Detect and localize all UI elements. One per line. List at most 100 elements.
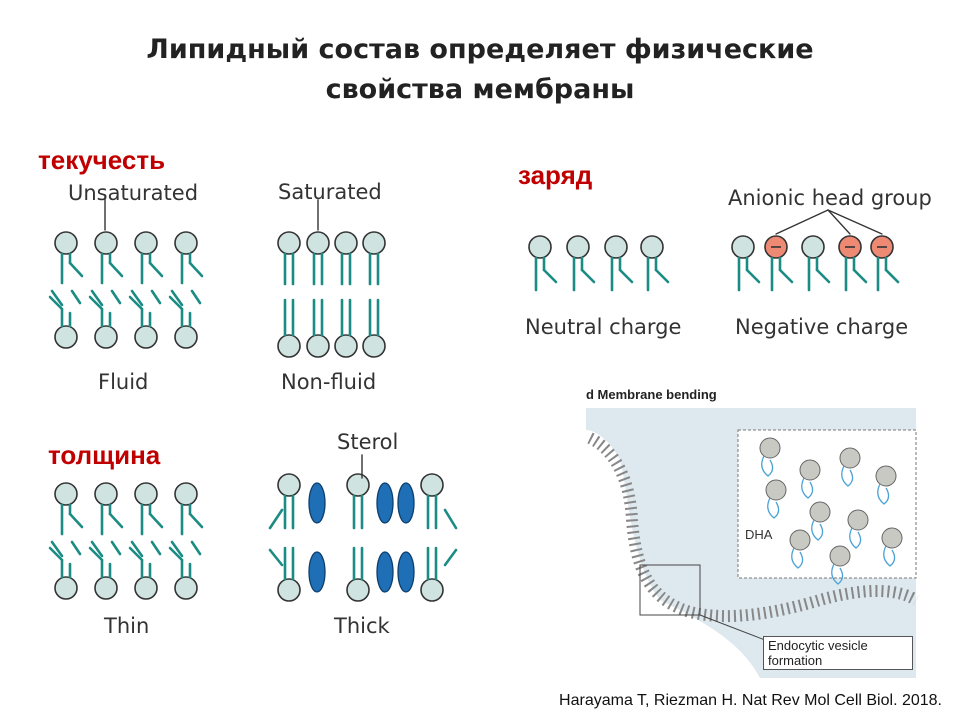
thick-bilayer <box>268 454 458 602</box>
lipid-tail <box>190 289 202 305</box>
label-fluid: Fluid <box>98 370 149 394</box>
lipid-tail <box>90 540 104 558</box>
citation: Harayama T, Riezman H. Nat Rev Mol Cell … <box>559 692 942 709</box>
label-non-fluid: Non-fluid <box>281 370 377 394</box>
lipid-tail <box>778 268 794 284</box>
lipid-tail <box>188 512 204 529</box>
lipid-tail <box>108 512 124 529</box>
lipid-tail <box>70 540 82 556</box>
lipid-head <box>731 235 755 259</box>
section-fluidity: текучесть <box>38 145 166 175</box>
endocytic-line-1: Endocytic vesicle <box>768 638 868 653</box>
lipid-tail <box>745 268 761 284</box>
lipid-tail <box>654 268 670 284</box>
lipid-head <box>277 334 301 358</box>
lipid-head <box>566 235 590 259</box>
lipid-head <box>134 231 158 255</box>
lipid-tail <box>48 295 64 311</box>
lipid-head <box>54 325 78 349</box>
dha-tail <box>849 527 862 549</box>
lipid-tail <box>150 540 162 556</box>
label-thin: Thin <box>104 614 150 638</box>
pointer-line <box>699 614 766 641</box>
lipid-tail <box>188 261 204 278</box>
zoom-box <box>639 564 701 616</box>
lipid-head <box>134 482 158 506</box>
lipid-head <box>134 576 158 600</box>
lipid-head <box>277 578 301 602</box>
lipid-tail <box>70 289 82 305</box>
dha-tail <box>791 547 804 569</box>
dha-tail <box>767 497 780 519</box>
lipid-head <box>94 231 118 255</box>
lipid-tail <box>90 289 104 307</box>
lipid-head <box>277 231 301 255</box>
label-anionic-head-group: Anionic head group <box>728 186 932 210</box>
lipid-head <box>94 482 118 506</box>
dha-tail <box>831 563 844 585</box>
zoom-lipid-head <box>839 447 861 469</box>
lipid-head <box>277 473 301 497</box>
lipid-tail <box>443 548 458 567</box>
lipid-tail <box>170 289 184 307</box>
negative-monolayer <box>731 209 900 292</box>
lipid-head <box>420 578 444 602</box>
lipid-head <box>94 576 118 600</box>
lipid-tail <box>128 295 144 311</box>
lipid-tail <box>168 546 184 562</box>
membrane-bending-figure <box>586 408 920 678</box>
lipid-head <box>528 235 552 259</box>
title-line-1: Липидный состав определяет физические <box>146 34 814 65</box>
thin-bilayer <box>48 482 204 600</box>
zoom-lipid-head <box>875 465 897 487</box>
lipid-head <box>174 576 198 600</box>
zoom-lipid-head <box>829 545 851 567</box>
lipid-tail <box>884 268 900 284</box>
zoom-lipid-head <box>881 527 903 549</box>
zoom-lipid-head <box>799 459 821 481</box>
pointer-line <box>827 209 883 235</box>
lipid-tail <box>88 546 104 562</box>
lipid-tail <box>130 540 144 558</box>
nonfluid-bilayer <box>277 199 386 358</box>
zoom-lipid-head <box>847 509 869 531</box>
lipid-tail <box>50 540 64 558</box>
lipid-head <box>420 473 444 497</box>
sterol-molecule <box>376 482 394 524</box>
lipid-head <box>54 482 78 506</box>
lipid-head <box>134 325 158 349</box>
neutral-monolayer <box>528 235 670 292</box>
lipid-tail <box>108 261 124 278</box>
lipid-head <box>306 334 330 358</box>
lipid-head <box>801 235 825 259</box>
lipid-head <box>334 231 358 255</box>
dha-tail <box>761 455 774 477</box>
lipid-head <box>604 235 628 259</box>
fluid-bilayer <box>48 194 204 349</box>
lipid-head <box>334 334 358 358</box>
lipid-head <box>362 231 386 255</box>
dha-tail <box>811 519 824 541</box>
lipid-tail <box>130 289 144 307</box>
lipid-head <box>346 473 370 497</box>
section-thickness: толщина <box>48 440 161 470</box>
label-dha: DHA <box>745 527 773 542</box>
sterol-molecule <box>308 551 326 593</box>
pointer-line <box>827 209 851 235</box>
lipid-tail <box>68 512 84 529</box>
lipid-tail <box>50 289 64 307</box>
lipid-tail <box>110 289 122 305</box>
zoom-lipid-head <box>759 437 781 459</box>
section-charge: заряд <box>518 160 593 190</box>
lipid-tail <box>852 268 868 284</box>
lipid-tail <box>170 540 184 558</box>
lipid-tail <box>168 295 184 311</box>
lipid-tail <box>110 540 122 556</box>
label-saturated: Saturated <box>278 180 382 204</box>
dha-tail <box>841 465 854 487</box>
lipid-head <box>306 231 330 255</box>
lipid-head <box>54 576 78 600</box>
label-negative-charge: Negative charge <box>735 315 909 339</box>
lipid-tail <box>48 546 64 562</box>
lipid-tail <box>148 261 164 278</box>
